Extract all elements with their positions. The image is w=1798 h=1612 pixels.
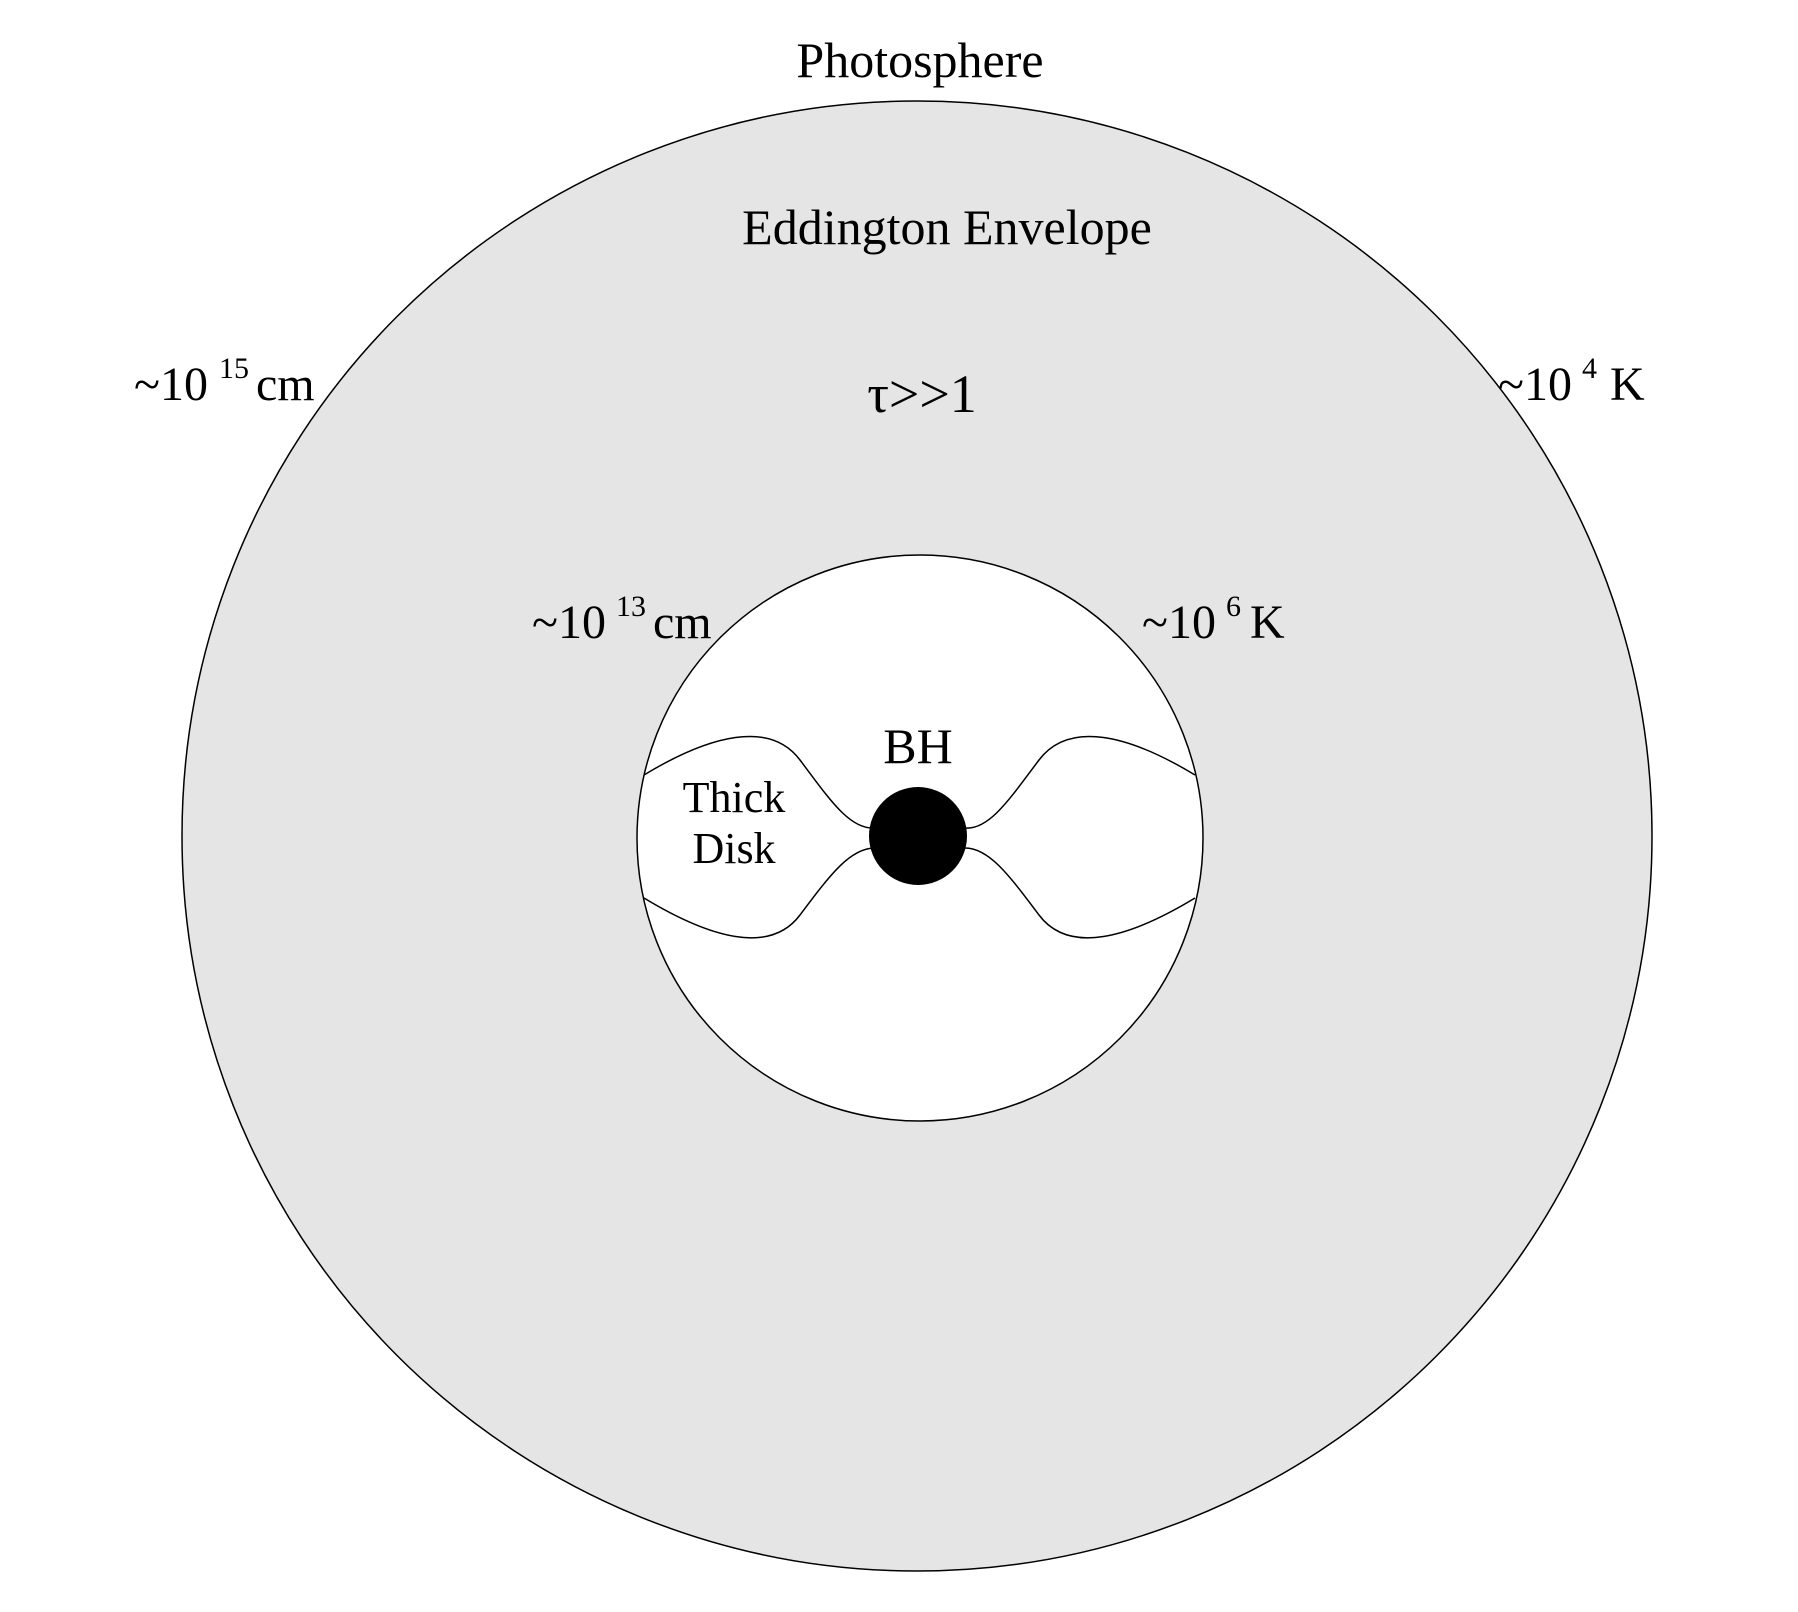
black-hole-label: BH <box>883 718 952 774</box>
thick-disk-label-line1: Thick <box>683 773 786 822</box>
thick-disk-label-line2: Disk <box>692 824 775 873</box>
thick-disk-right-lower-edge <box>964 847 1196 939</box>
outer-radius-exponent: 15 <box>219 352 249 385</box>
photosphere-label: Photosphere <box>796 32 1043 88</box>
inner-temperature-prefix: ~10 <box>1142 596 1216 649</box>
inner-temperature-unit: K <box>1250 596 1285 649</box>
outer-temperature-label: ~10 4 K <box>1498 352 1645 411</box>
eddington-envelope-label: Eddington Envelope <box>742 199 1152 255</box>
outer-temperature-exponent: 4 <box>1582 352 1597 385</box>
inner-radius-label: ~10 13 cm <box>532 590 712 649</box>
inner-radius-prefix: ~10 <box>532 596 606 649</box>
optical-depth-label: τ>>1 <box>867 364 977 424</box>
outer-radius-unit: cm <box>256 358 315 411</box>
inner-radius-exponent: 13 <box>616 590 646 623</box>
inner-temperature-exponent: 6 <box>1226 590 1241 623</box>
outer-radius-label: ~10 15 cm <box>134 352 315 411</box>
outer-temperature-unit: K <box>1610 358 1645 411</box>
black-hole <box>869 787 967 885</box>
thick-disk-left-upper-edge <box>643 735 876 829</box>
outer-temperature-prefix: ~10 <box>1498 358 1572 411</box>
outer-radius-prefix: ~10 <box>134 358 208 411</box>
inner-radius-unit: cm <box>653 596 712 649</box>
thick-disk-left-lower-edge <box>643 847 876 939</box>
thick-disk-right-upper-edge <box>964 735 1196 829</box>
inner-temperature-label: ~10 6 K <box>1142 590 1285 649</box>
